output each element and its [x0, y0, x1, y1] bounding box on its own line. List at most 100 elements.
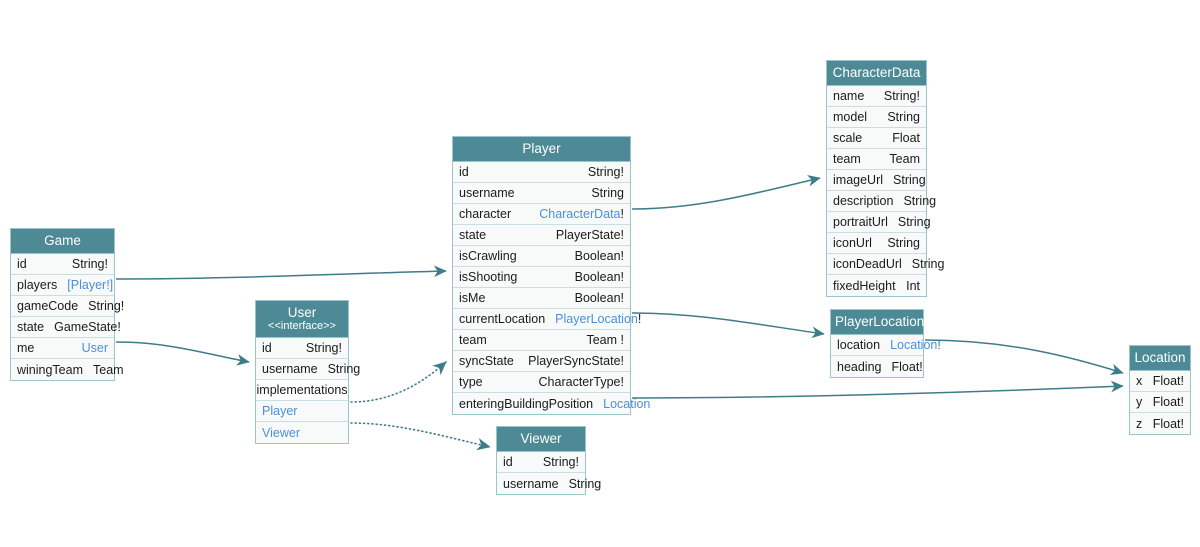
- field-name: state: [17, 320, 45, 334]
- implementation-link-viewer[interactable]: Viewer: [256, 422, 348, 443]
- field-type-nonnull-marker: !: [637, 312, 642, 326]
- field-type: Float!: [891, 359, 923, 374]
- field-type[interactable]: Location!: [890, 338, 941, 352]
- field-type: Boolean!: [574, 291, 624, 305]
- field-row: id String!: [453, 162, 630, 183]
- field-type: PlayerSyncState!: [528, 354, 624, 368]
- edge-user-viewer-implements: [350, 422, 491, 451]
- field-name: x: [1136, 374, 1143, 388]
- field-type[interactable]: CharacterData!: [539, 207, 624, 221]
- field-type: Boolean!: [574, 270, 624, 284]
- field-name: model: [833, 110, 868, 124]
- field-name: username: [503, 476, 559, 491]
- field-row: z Float!: [1130, 413, 1190, 434]
- field-type: Float!: [1152, 416, 1184, 431]
- field-name: id: [17, 257, 27, 271]
- entity-title-viewer: Viewer: [497, 427, 585, 452]
- field-name: iconUrl: [833, 236, 872, 250]
- field-name: isCrawling: [459, 249, 517, 263]
- field-row: syncState PlayerSyncState!: [453, 351, 630, 372]
- field-row: location Location!: [831, 335, 941, 356]
- edge-user-player-implements: [350, 361, 447, 403]
- entity-stereotype: <<interface>>: [268, 320, 336, 332]
- edge-playerlocation-location-to-location: [924, 339, 1124, 376]
- field-type: String!: [305, 341, 342, 355]
- entity-title-location: Location: [1130, 346, 1190, 371]
- field-name: id: [459, 165, 469, 179]
- field-type: Boolean!: [574, 249, 624, 263]
- field-type[interactable]: [Player!]: [67, 278, 114, 292]
- field-type: String: [897, 215, 931, 229]
- field-name: players: [17, 278, 58, 292]
- field-row: players [Player!]: [11, 275, 114, 296]
- field-type: String: [887, 236, 920, 250]
- field-name: character: [459, 207, 512, 221]
- field-name: location: [837, 338, 881, 352]
- field-type: String: [887, 110, 920, 124]
- field-name: state: [459, 228, 487, 242]
- field-row: fixedHeight Int: [827, 275, 926, 296]
- field-type: String: [327, 362, 361, 376]
- field-type: Float!: [1152, 395, 1184, 409]
- field-type: String: [591, 186, 624, 200]
- field-type: GameState!: [54, 320, 121, 334]
- field-type: Team !: [586, 333, 624, 347]
- field-name: username: [262, 362, 318, 376]
- field-name: enteringBuildingPosition: [459, 396, 594, 411]
- field-type[interactable]: User: [81, 341, 108, 355]
- edge-player-currentlocation-to-playerlocation: [631, 312, 825, 339]
- field-type[interactable]: Location: [603, 396, 651, 411]
- field-name: heading: [837, 359, 882, 374]
- field-name: name: [833, 89, 865, 103]
- field-type: String!: [71, 257, 108, 271]
- field-row: isShooting Boolean!: [453, 267, 630, 288]
- field-name: id: [503, 455, 513, 469]
- field-type[interactable]: PlayerLocation!: [555, 312, 642, 326]
- field-name: isShooting: [459, 270, 518, 284]
- field-type: Team: [889, 152, 920, 166]
- field-type: Float: [892, 131, 920, 145]
- field-name: username: [459, 186, 515, 200]
- field-type: CharacterType!: [538, 375, 624, 389]
- field-type: Float!: [1152, 374, 1184, 388]
- edge-game-players-to-player: [115, 265, 447, 280]
- field-row: heading Float!: [831, 356, 923, 377]
- field-type: Int: [906, 278, 920, 293]
- field-row: state GameState!: [11, 317, 121, 338]
- field-name: imageUrl: [833, 173, 884, 187]
- field-type: String: [903, 194, 937, 208]
- entity-title-user: User<<interface>>: [256, 301, 348, 338]
- field-name: iconDeadUrl: [833, 257, 902, 271]
- edge-game-me-to-user: [115, 341, 250, 366]
- field-name: syncState: [459, 354, 514, 368]
- field-name: z: [1136, 416, 1143, 431]
- implementation-link-player[interactable]: Player: [256, 401, 348, 422]
- field-name: winingTeam: [17, 362, 84, 377]
- field-row: username String: [256, 359, 360, 380]
- field-type: String!: [587, 165, 624, 179]
- field-name: fixedHeight: [833, 278, 896, 293]
- field-name: currentLocation: [459, 312, 546, 326]
- field-name: scale: [833, 131, 863, 145]
- field-type: String!: [883, 89, 920, 103]
